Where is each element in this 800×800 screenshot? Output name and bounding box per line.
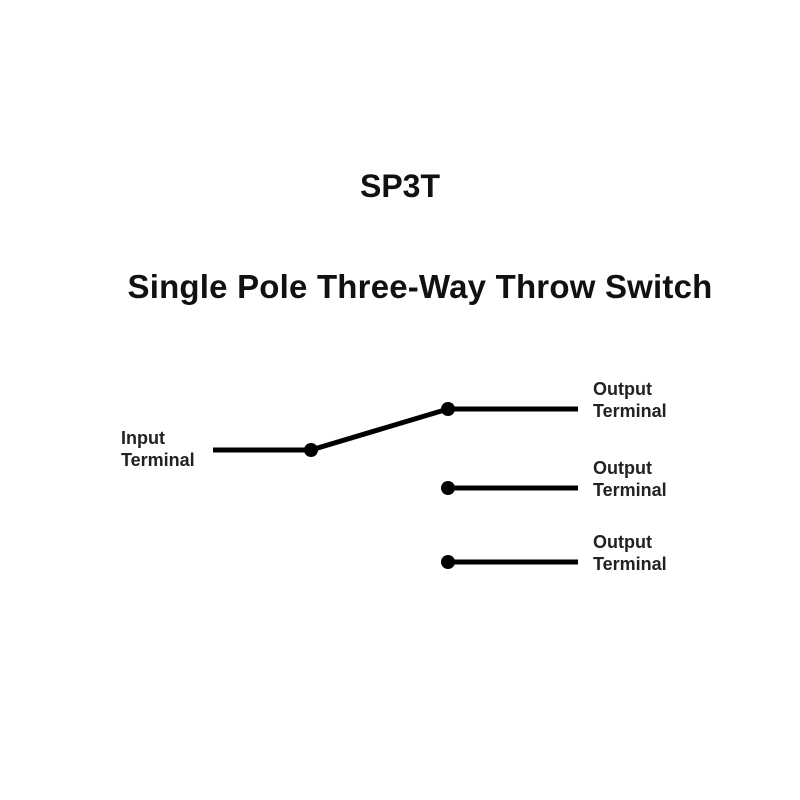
diagram-title-full: Single Pole Three-Way Throw Switch — [127, 268, 713, 305]
diagram-title-abbrev: SP3T — [359, 168, 441, 204]
switch-blade — [310, 406, 449, 453]
output-terminal-label-1: Output Terminal — [593, 379, 667, 421]
output-terminal-label-3: Output Terminal — [593, 532, 667, 574]
input-terminal-label: Input Terminal — [121, 428, 195, 470]
output-terminal-label-2: Output Terminal — [593, 458, 667, 500]
